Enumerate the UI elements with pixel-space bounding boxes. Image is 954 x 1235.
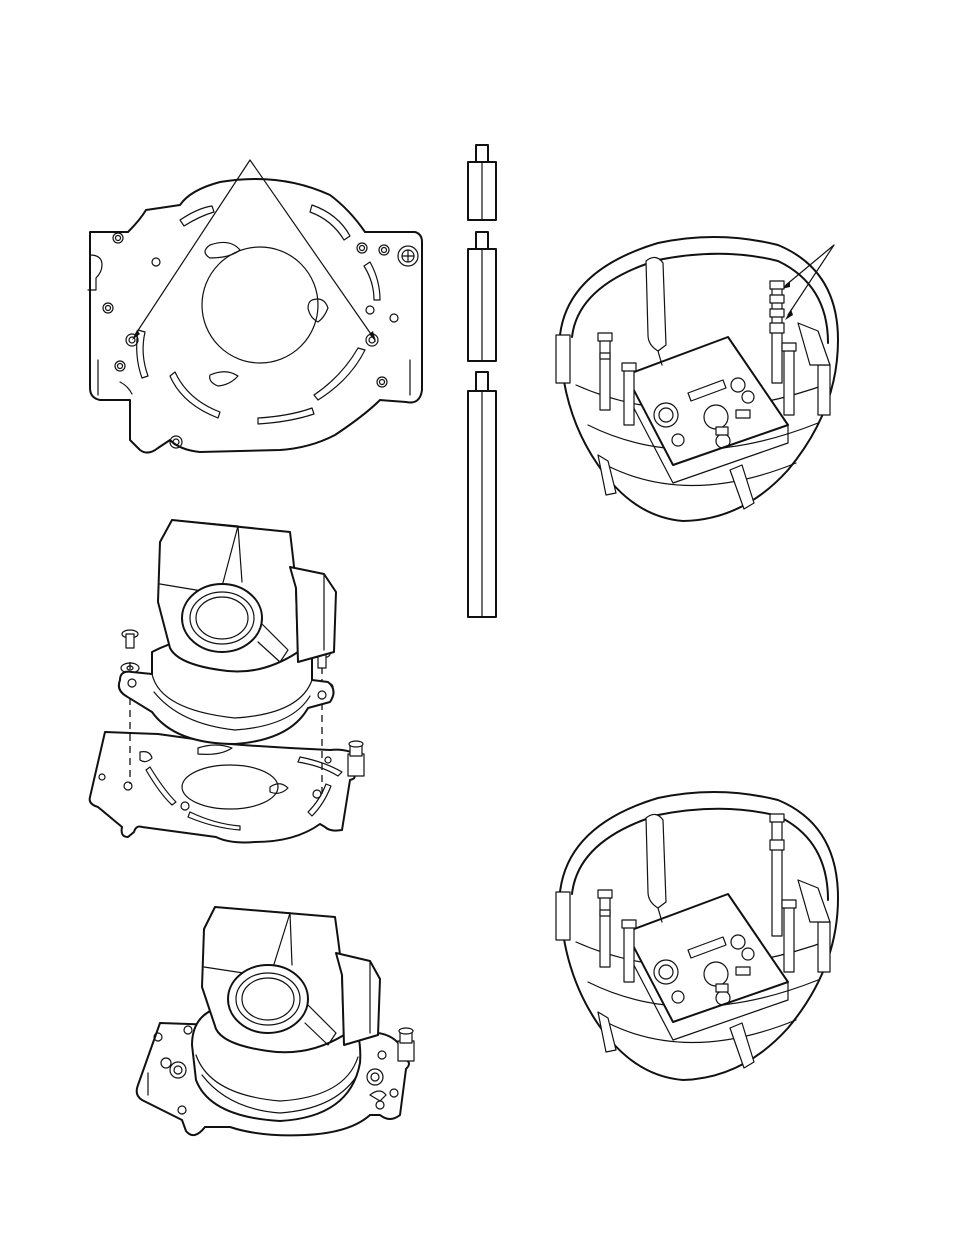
camera-icon	[192, 907, 380, 1121]
standoffs-figure	[458, 140, 518, 625]
long-standoff-icon	[468, 372, 496, 617]
mounting-plate-figure	[80, 150, 430, 465]
dome-housing-icon	[548, 780, 848, 1090]
dome-with-standoffs-figure	[548, 225, 848, 530]
camera-icon	[119, 520, 336, 744]
short-standoff-icon	[468, 145, 496, 220]
dome-housing-icon	[548, 225, 848, 530]
camera-mounted-figure	[130, 895, 430, 1145]
dome-assembled-figure	[548, 780, 848, 1090]
mounting-plate-icon	[80, 150, 430, 465]
camera-exploded-figure	[80, 512, 380, 852]
medium-standoff-icon	[468, 232, 496, 361]
